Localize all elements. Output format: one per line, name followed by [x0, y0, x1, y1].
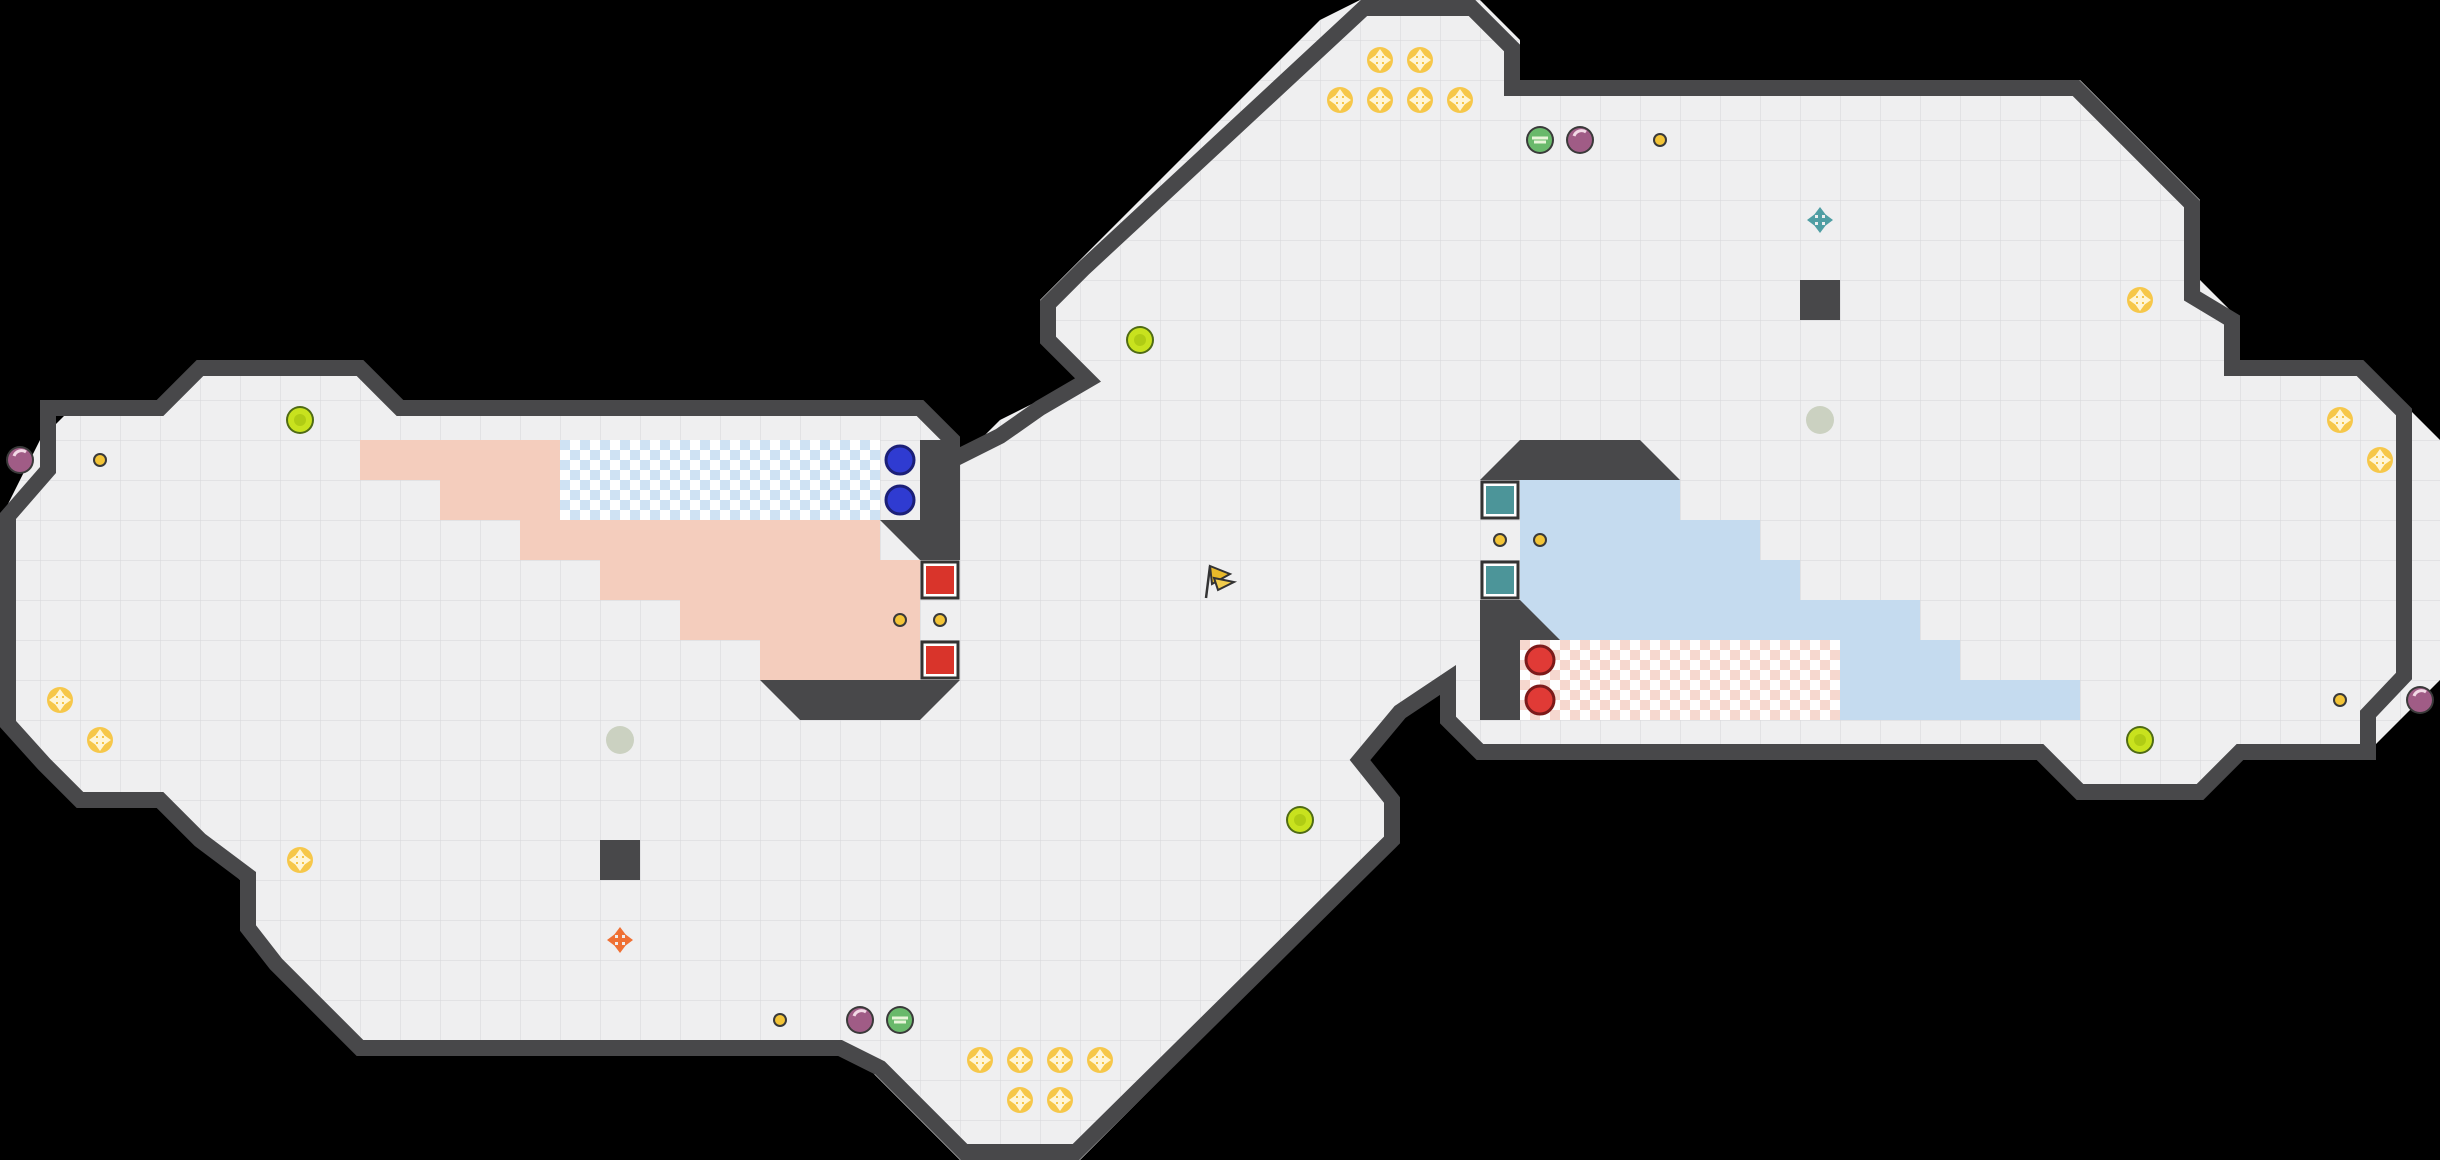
inactive-powerup-icons: [606, 406, 1834, 754]
teal-gate-bottom: [1480, 560, 1520, 600]
block-wall-right: [1800, 280, 1840, 320]
red-zone: [360, 440, 920, 680]
blue-player-2: [884, 484, 916, 516]
red-gate-top: [920, 560, 960, 600]
blue-checker-zone: [560, 440, 880, 520]
red-player-2: [1524, 684, 1556, 716]
inner-walls: [600, 280, 1840, 880]
block-wall-left: [600, 840, 640, 880]
blue-player-1: [884, 444, 916, 476]
teal-gate-top: [1480, 480, 1520, 520]
blue-zone: [1520, 480, 2080, 720]
red-checker-zone: [1520, 640, 1840, 720]
teal-boost-icon: [1807, 207, 1833, 233]
red-gate-bottom: [920, 640, 960, 680]
flag-icon: [1204, 564, 1238, 599]
red-player-1: [1524, 644, 1556, 676]
orange-boost-icon: [607, 927, 633, 953]
